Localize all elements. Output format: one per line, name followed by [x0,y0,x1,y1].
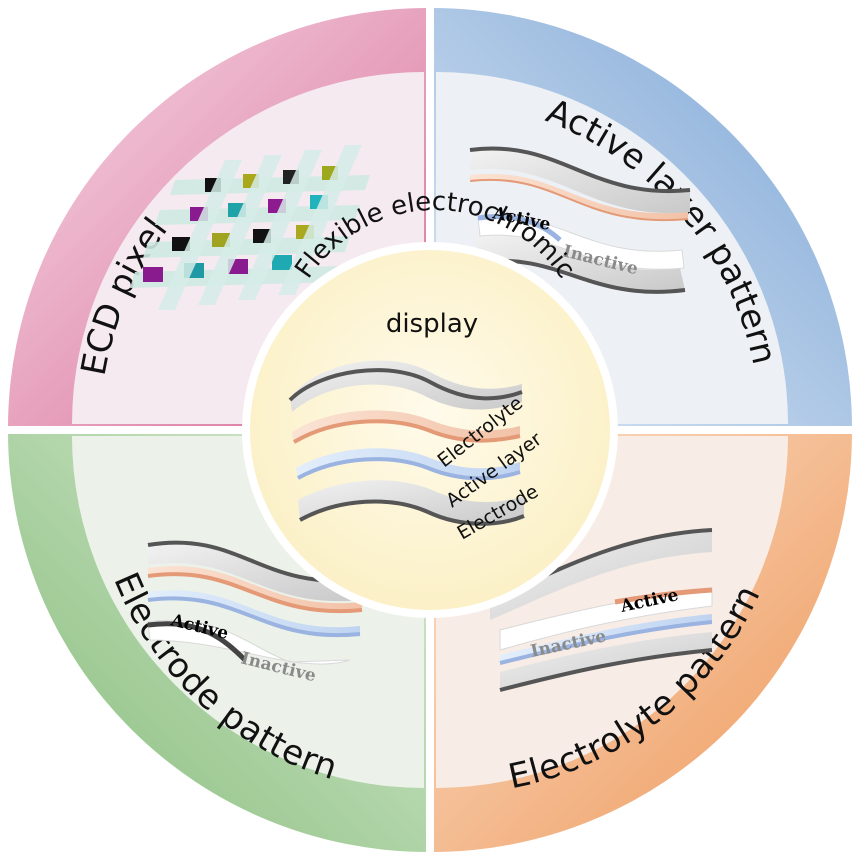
center-electrode-edge [299,499,525,526]
stack-tr-peach-layer [470,173,688,220]
active-layer-pattern-stack: Active Inactive [469,146,691,294]
stack-br-active-line [499,620,713,665]
stack-tr-active-left [477,214,562,242]
center-top-edge [288,368,523,402]
stack-bl-electrode-active [147,621,247,662]
center-title-line2: display [386,309,478,339]
pixel-cells [143,166,338,282]
center-electrode-sheet [298,480,524,524]
center-active-layer [296,448,520,481]
center-active-line [297,457,521,481]
stack-br-electrolyte-active [614,587,713,605]
stack-br-electrode-edge [499,648,713,692]
stack-bl-electrolyte-line [147,572,363,614]
pixel-vertical-strips [158,145,362,310]
center-electrolyte-line [292,419,521,444]
stack-tr-active-inactive-band [477,216,685,270]
stack-bl-top-sheet [148,542,362,602]
stack-bl-electrode-band [147,619,351,665]
stack-tr-top-sheet [470,148,690,214]
ecd-pixel-grid [130,145,370,310]
stack-bl-active-line [147,596,361,638]
stack-bl-peach-layer [148,566,362,612]
stack-tr-electrode-sheet [475,233,685,292]
stack-tr-top-edge [469,146,691,194]
stack-br-top-sheet [490,530,712,620]
stack-br-electrolyte-band [499,587,713,651]
stack-bl-sky-layer [148,590,360,636]
center-electrolyte-layer [292,410,520,444]
stack-br-sky-layer [500,614,712,663]
